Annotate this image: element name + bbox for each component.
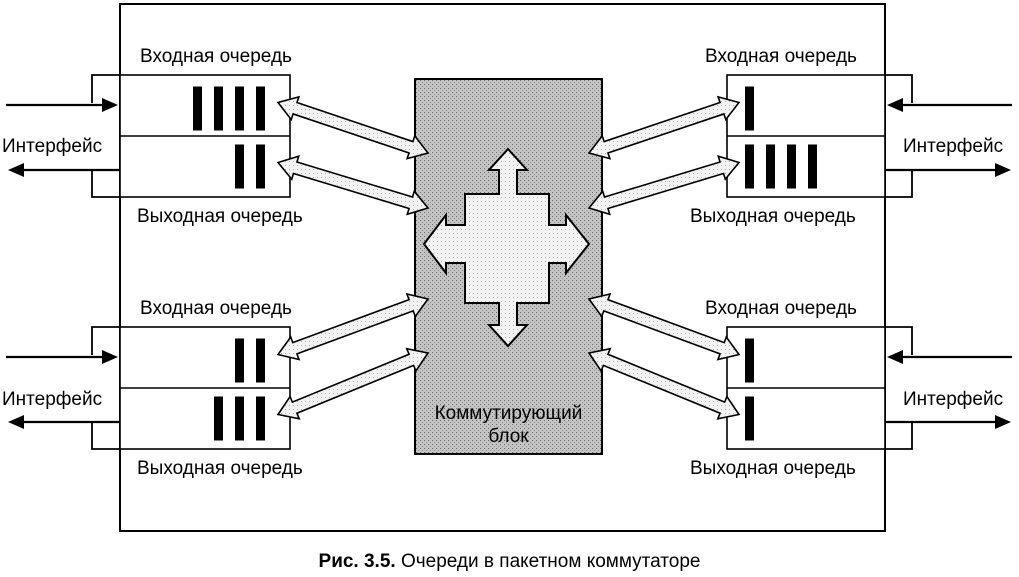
- interface-bracket-top: [885, 74, 913, 103]
- interface-bracket-top: [91, 326, 120, 355]
- input-queue-packet: [745, 86, 754, 131]
- interface-bracket-bottom: [91, 169, 120, 198]
- output-queue-packet: [745, 396, 754, 441]
- input-queue-packet: [235, 338, 244, 383]
- ingress-arrow-head: [887, 98, 903, 112]
- output-queue-packet: [214, 396, 223, 441]
- interface-label-top-left: Интерфейс: [2, 136, 103, 157]
- output-queue-packet: [235, 144, 244, 189]
- output-queue-packet: [766, 144, 775, 189]
- input-queue-packet: [256, 338, 265, 383]
- input-queue-packet: [745, 338, 754, 383]
- egress-arrow-head: [8, 163, 24, 177]
- link-arrow-out: [587, 155, 741, 216]
- input-queue-label-top-right: Входная очередь: [705, 46, 857, 67]
- interface-bracket-bottom: [91, 421, 120, 450]
- output-queue-label-top-left: Выходная очередь: [137, 206, 303, 227]
- input-queue-label-bottom-left: Входная очередь: [140, 298, 292, 319]
- input-queue-label-bottom-right: Входная очередь: [705, 298, 857, 319]
- egress-arrow-head: [995, 163, 1011, 177]
- interface-label-top-right: Интерфейс: [903, 136, 1004, 157]
- output-queue-packet: [787, 144, 796, 189]
- egress-arrow-head: [8, 415, 24, 429]
- interface-label-bottom-right: Интерфейс: [903, 389, 1004, 410]
- link-arrow-in: [276, 95, 430, 160]
- output-queue-packet: [745, 144, 754, 189]
- link-arrow-out: [276, 155, 430, 216]
- figure-caption: Рис. 3.5. Очереди в пакетном коммутаторе: [0, 551, 1019, 573]
- output-queue-packet: [256, 396, 265, 441]
- output-queue-label-bottom-right: Выходная очередь: [690, 458, 856, 479]
- egress-arrow-head: [995, 415, 1011, 429]
- output-queue-packet: [235, 396, 244, 441]
- input-queue-label-top-left: Входная очередь: [140, 46, 292, 67]
- interface-bracket-top: [885, 326, 913, 355]
- output-queue-packet: [808, 144, 817, 189]
- input-queue-packet: [214, 86, 223, 131]
- interface-label-bottom-left: Интерфейс: [2, 389, 103, 410]
- input-queue-packet: [235, 86, 244, 131]
- input-queue-packet: [193, 86, 202, 131]
- link-arrow-in: [587, 95, 741, 160]
- link-arrow-in: [587, 292, 741, 361]
- caption-number: Рис. 3.5.: [318, 551, 396, 572]
- interface-bracket-top: [91, 74, 120, 103]
- interface-bracket-bottom: [885, 421, 913, 450]
- interface-bracket-bottom: [885, 169, 913, 198]
- output-queue-packet: [256, 144, 265, 189]
- link-arrow-out: [587, 347, 741, 420]
- output-queue-label-top-right: Выходная очередь: [690, 206, 856, 227]
- ingress-arrow-head: [102, 350, 118, 364]
- ingress-arrow-head: [887, 350, 903, 364]
- cross-arrow-icon: [422, 147, 591, 348]
- link-arrow-out: [276, 347, 430, 420]
- output-queue-label-bottom-left: Выходная очередь: [137, 458, 303, 479]
- input-queue-packet: [256, 86, 265, 131]
- link-arrow-in: [276, 292, 430, 361]
- caption-text: Очереди в пакетном коммутаторе: [400, 551, 701, 572]
- ingress-arrow-head: [102, 98, 118, 112]
- switching-block-label: Коммутирующий блок: [434, 403, 583, 447]
